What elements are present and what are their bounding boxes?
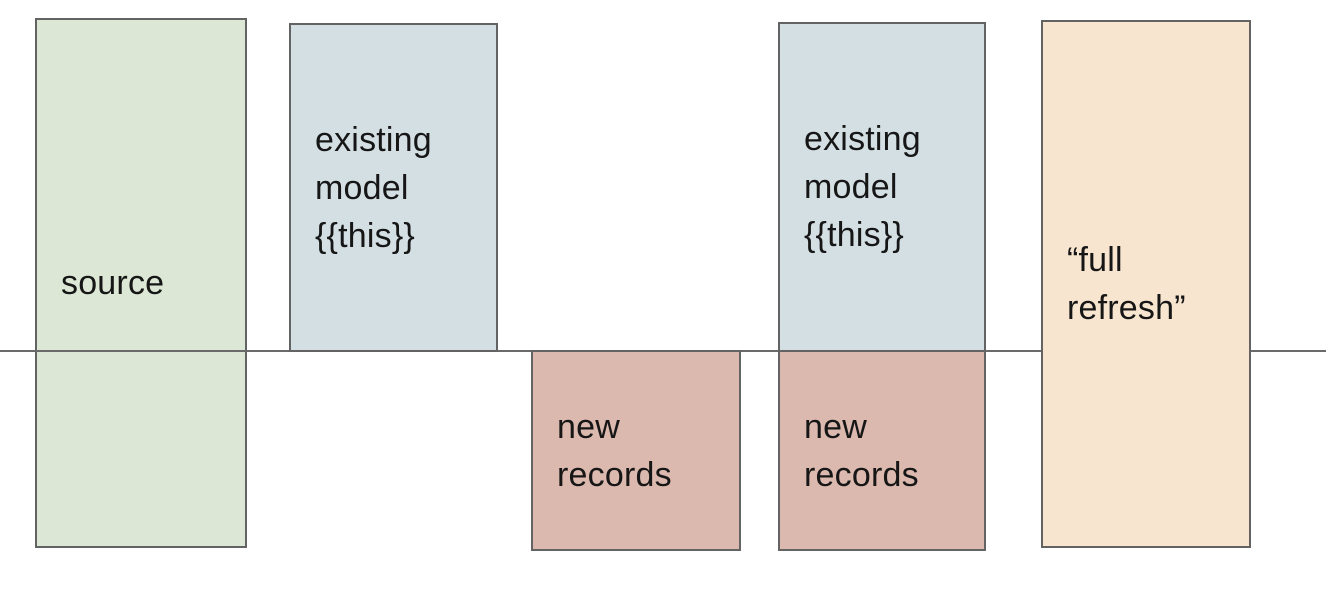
- source-box-label: source: [61, 264, 165, 302]
- existing-model-box-2: existing model {{this}}: [778, 22, 986, 352]
- existing-model-box-1-label: existing model {{this}}: [315, 120, 432, 255]
- new-records-box-2-label: new records: [804, 407, 919, 494]
- existing-model-box-2-label: existing model {{this}}: [804, 120, 921, 254]
- existing-model-box-1: existing model {{this}}: [289, 23, 498, 352]
- new-records-box-2: new records: [778, 350, 986, 551]
- new-records-box-1-label: new records: [557, 407, 672, 494]
- full-refresh-box-label: “full refresh”: [1067, 241, 1186, 327]
- new-records-box-1: new records: [531, 350, 741, 551]
- source-box: source: [35, 18, 247, 548]
- full-refresh-box: “full refresh”: [1041, 20, 1251, 548]
